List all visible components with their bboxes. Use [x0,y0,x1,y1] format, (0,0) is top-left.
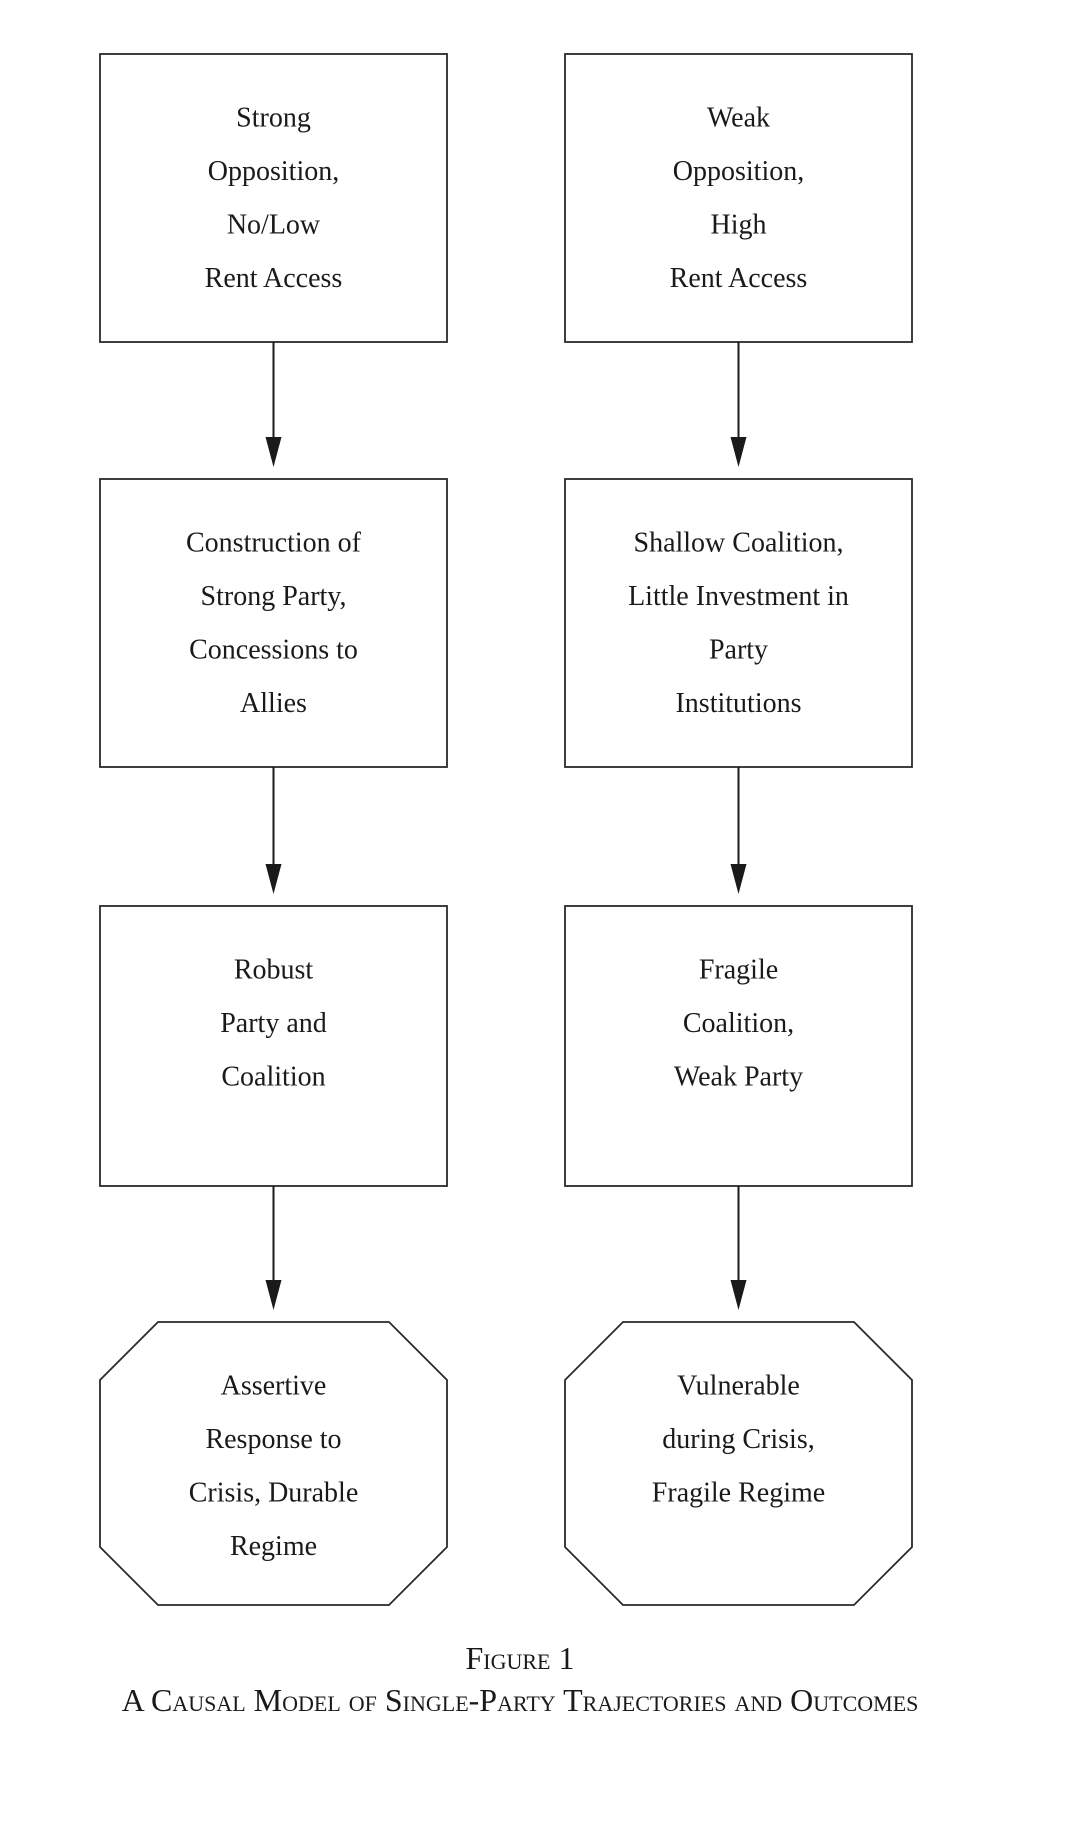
node-box [564,905,913,1187]
outcome-octagon [99,1321,448,1606]
node-box [99,905,448,1187]
node-text-line: Regime [230,1531,317,1562]
arrow-5 [730,767,747,894]
node-text-line: Coalition [221,1061,325,1092]
node-text-line: Institutions [675,688,801,719]
figure-title: A Causal Model of Single-Party Trajector… [121,1682,919,1718]
node-box [564,478,913,768]
left-node-2: Construction of Strong Party, Concessions … [99,478,448,768]
node-text-line: High [711,209,767,240]
arrow-head-icon [730,864,747,894]
node-box [99,53,448,343]
node-text-line: Party and [220,1008,327,1039]
node-box [564,53,913,343]
node-text-line: Robust [234,954,314,985]
right-node-4: Vulnerable during Crisis, Fragile Regime [564,1321,913,1606]
arrow-2 [265,767,282,894]
arrow-4 [730,342,747,467]
node-text-line: Assertive [221,1370,327,1401]
arrow-head-icon [730,1280,747,1310]
node-text-line: Weak [707,102,770,133]
node-text-line: during Crisis, [662,1424,814,1455]
outcome-octagon [564,1321,913,1606]
node-text-line: Coalition, [683,1008,794,1039]
arrow-3 [265,1186,282,1310]
arrow-head-icon [265,1280,282,1310]
node-text-line: Rent Access [670,263,808,294]
node-text-line: Opposition, [673,156,804,187]
node-text-line: Strong [236,102,311,133]
node-text-line: Opposition, [208,156,339,187]
node-text-line: Fragile Regime [652,1477,825,1508]
arrow-head-icon [265,437,282,467]
node-text-line: No/Low [227,209,321,240]
node-text-line: Weak Party [674,1061,803,1092]
node-text-line: Crisis, Durable [189,1477,359,1508]
figure-number: Figure 1 [465,1640,575,1676]
arrow-1 [265,342,282,467]
arrow-head-icon [265,864,282,894]
node-text-line: Response to [205,1424,341,1455]
node-text-line: Concessions to [189,634,358,665]
node-text-line: Allies [240,688,307,719]
arrow-6 [730,1186,747,1310]
node-text-line: Rent Access [205,263,343,294]
node-text-line: Little Investment in [628,581,849,612]
node-text-line: Strong Party, [201,581,347,612]
node-text-line: Fragile [699,954,778,985]
node-box [99,478,448,768]
node-text-line: Vulnerable [677,1370,800,1401]
arrow-head-icon [730,437,747,467]
node-text-line: Construction of [186,527,362,558]
right-node-2: Shallow Coalition, Little Investment in Pa… [564,478,913,768]
node-text-line: Party [709,634,768,665]
node-text-line: Shallow Coalition, [634,527,844,558]
